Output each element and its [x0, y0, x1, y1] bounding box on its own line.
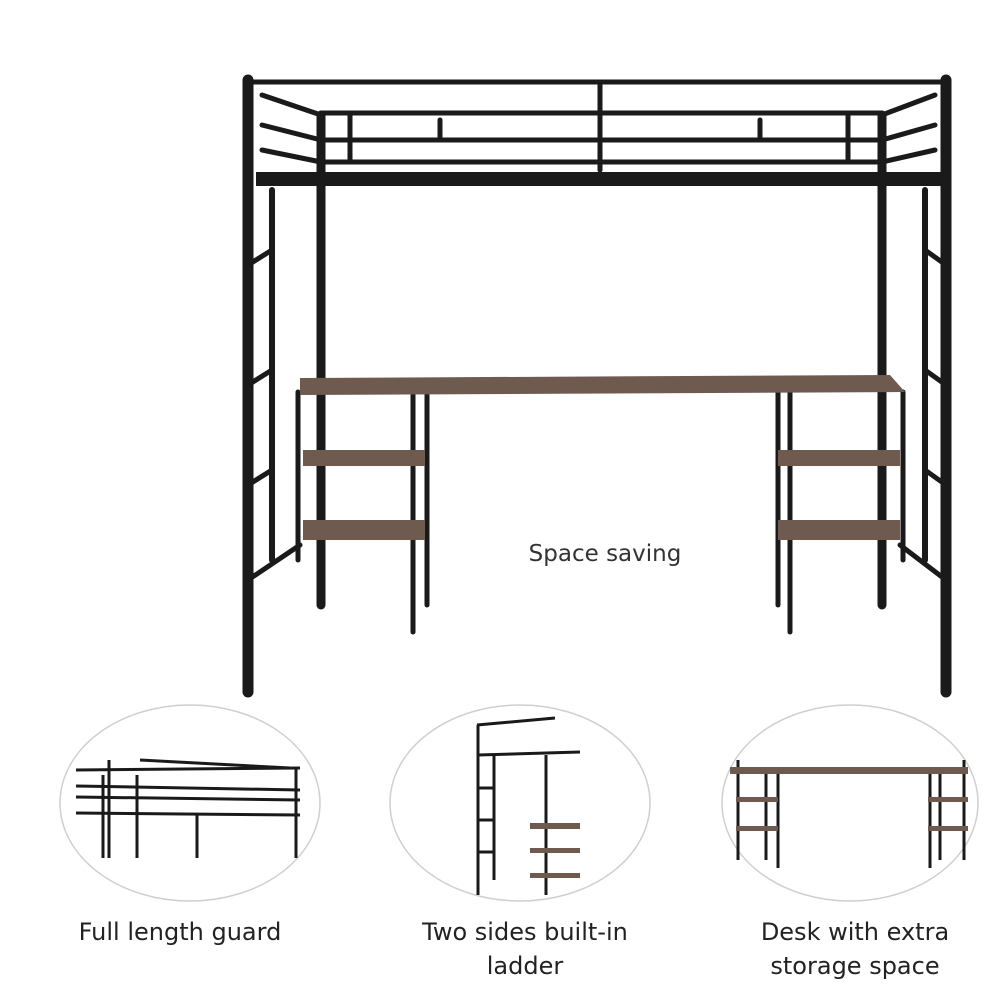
feature-caption-ladder: Two sides built-in ladder	[422, 918, 628, 980]
headline-space-saving: Space saving	[528, 541, 682, 567]
feature-circle-ladder	[389, 704, 651, 902]
feature-circle-desk	[721, 704, 979, 902]
feature-caption-guard: Full length guard	[78, 918, 282, 946]
feature-circle-guard	[59, 704, 321, 902]
feature-caption-desk: Desk with extra storage space	[760, 918, 950, 980]
